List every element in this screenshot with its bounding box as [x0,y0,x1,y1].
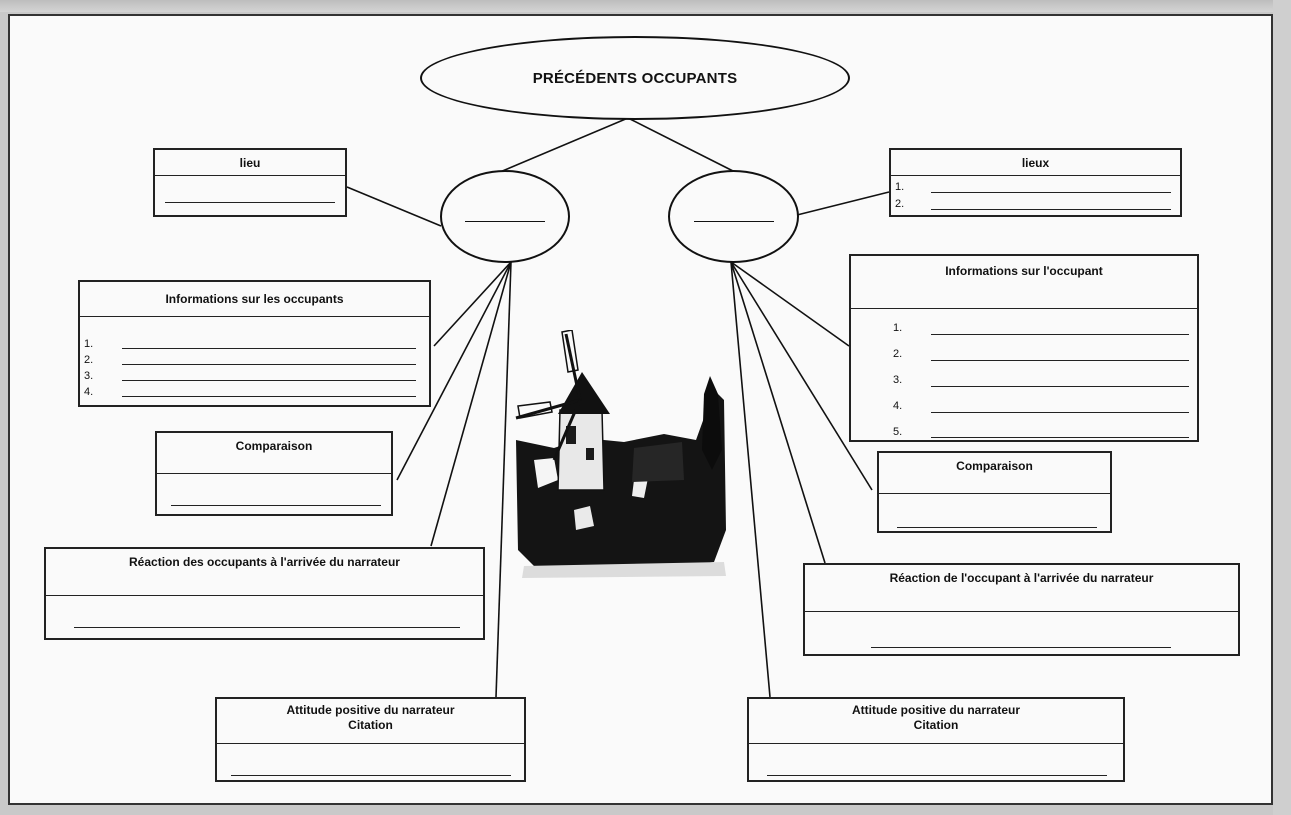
right-informations-label: Informations sur l'occupant [945,264,1103,278]
connector-title-right [627,117,736,173]
connector-left-lieu [346,186,442,227]
separator [217,743,524,744]
right-info-blank-5[interactable] [931,437,1189,438]
right-attitude-blank[interactable] [767,775,1107,776]
separator [80,316,429,317]
left-lieu-label: lieu [239,156,261,170]
left-comparaison-box: Comparaison [155,431,393,516]
scan-right-edge [1273,0,1291,815]
right-reaction-box: Réaction de l'occupant à l'arrivée du na… [803,563,1240,656]
connector-left-comparaison [396,261,512,481]
left-info-blank-2[interactable] [122,364,416,365]
right-attitude-header: Attitude positive du narrateur Citation [749,699,1123,733]
left-info-blank-1[interactable] [122,348,416,349]
list-number: 3. [84,370,94,382]
right-occupant-ellipse [668,170,799,263]
separator [805,611,1238,612]
separator [879,493,1110,494]
list-number: 5. [893,426,903,438]
scan-top-edge [0,0,1291,12]
right-info-blank-2[interactable] [931,360,1189,361]
right-attitude-box: Attitude positive du narrateur Citation [747,697,1125,782]
left-info-blank-3[interactable] [122,380,416,381]
right-lieux-blank-2[interactable] [931,209,1171,210]
connector-right-lieux [796,191,890,216]
list-number: 1. [893,322,903,334]
left-occupant-blank[interactable] [465,221,545,222]
list-number: 4. [84,386,94,398]
left-attitude-blank[interactable] [231,775,511,776]
connector-left-reaction [430,261,512,547]
title-ellipse: PRÉCÉDENTS OCCUPANTS [420,36,850,120]
left-occupant-ellipse [440,170,570,263]
left-lieu-box: lieu [153,148,347,217]
right-informations-box: Informations sur l'occupant 1. 2. 3. 4. … [849,254,1199,442]
left-comparaison-label: Comparaison [235,439,313,453]
list-number: 4. [893,400,903,412]
left-attitude-header: Attitude positive du narrateur Citation [217,699,524,733]
connector-right-infos [730,261,850,347]
left-informations-label: Informations sur les occupants [165,292,344,306]
right-occupant-blank[interactable] [693,221,774,222]
right-reaction-blank[interactable] [871,647,1171,648]
right-attitude-label: Attitude positive du narrateur [851,703,1021,717]
separator [46,595,483,596]
right-info-blank-4[interactable] [931,412,1189,413]
list-number: 2. [84,354,94,366]
windmill-illustration [515,330,726,578]
left-lieu-blank[interactable] [165,202,335,203]
right-comparaison-label: Comparaison [956,459,1033,473]
left-attitude-label: Attitude positive du narrateur [286,703,455,717]
right-comparaison-box: Comparaison [877,451,1112,533]
list-number: 3. [893,374,903,386]
list-number: 1. [895,181,905,193]
connector-right-reaction [730,261,826,564]
diagram-title: PRÉCÉDENTS OCCUPANTS [532,69,738,87]
right-lieux-blank-1[interactable] [931,192,1171,193]
list-number: 2. [895,198,905,210]
left-info-blank-4[interactable] [122,396,416,397]
right-reaction-label: Réaction de l'occupant à l'arrivée du na… [889,571,1154,585]
connector-right-attitude [730,261,771,698]
right-comparaison-blank[interactable] [897,527,1097,528]
right-lieux-label: lieux [1021,156,1050,170]
left-reaction-label: Réaction des occupants à l'arrivée du na… [129,555,400,569]
right-info-blank-3[interactable] [931,386,1189,387]
separator [749,743,1123,744]
left-reaction-blank[interactable] [74,627,460,628]
connector-right-comparaison [730,261,873,491]
right-citation-label: Citation [913,718,959,732]
separator [851,308,1197,309]
right-info-blank-1[interactable] [931,334,1189,335]
separator [157,473,391,474]
connector-left-infos [433,261,512,347]
list-number: 2. [893,348,903,360]
right-lieux-box: lieux 1. 2. [889,148,1182,217]
connector-left-attitude [495,261,512,698]
left-comparaison-blank[interactable] [171,505,381,506]
connector-title-left [499,117,629,173]
left-informations-box: Informations sur les occupants 1. 2. 3. … [78,280,431,407]
left-reaction-box: Réaction des occupants à l'arrivée du na… [44,547,485,640]
separator [891,175,1180,176]
separator [155,175,345,176]
left-attitude-box: Attitude positive du narrateur Citation [215,697,526,782]
left-citation-label: Citation [348,718,393,732]
list-number: 1. [84,338,94,350]
